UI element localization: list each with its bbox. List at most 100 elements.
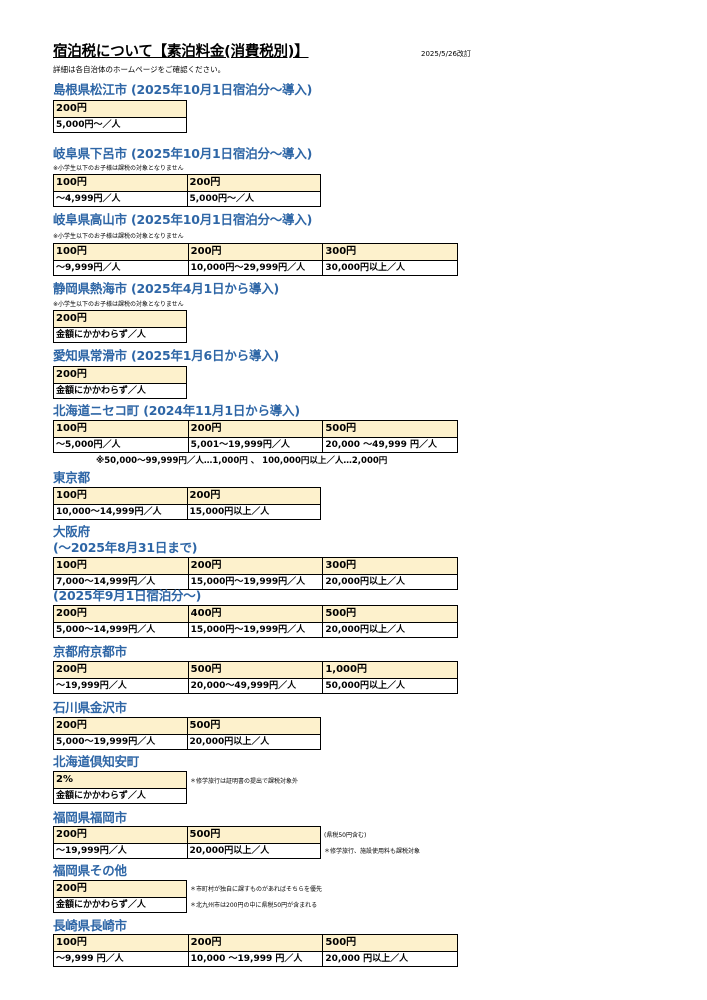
tax-amount: 100円 — [53, 420, 189, 438]
section-heading-atami: 静岡県熱海市 (2025年4月1日から導入) — [53, 281, 280, 296]
tax-table-atami: 200円 金額にかかわらず／人 — [53, 310, 187, 343]
price-condition: 5,000円〜／人 — [186, 191, 321, 207]
price-condition: 20,000円以上／人 — [186, 843, 321, 859]
section-heading-osaka: 大阪府 — [53, 524, 90, 539]
tax-table-tokoname: 200円 金額にかかわらず／人 — [53, 366, 187, 399]
tax-table-matsue: 200円 5,000円〜／人 — [53, 100, 187, 133]
section-heading-matsue: 島根県松江市 (2025年10月1日宿泊分〜導入) — [53, 82, 313, 97]
kutchan-side-note: ＊修学旅行は証明書の提出で課税対象外 — [190, 778, 299, 785]
tax-table-niseko: 100円 200円 500円 〜5,000円／人 5,001〜19,999円／人… — [53, 420, 458, 453]
price-condition: 20,000円以上／人 — [322, 574, 458, 590]
tax-amount: 500円 — [322, 420, 458, 438]
price-condition: 15,000円〜19,999円／人 — [187, 622, 324, 638]
price-condition: 〜9,999円／人 — [53, 260, 189, 276]
price-condition: 金額にかかわらず／人 — [53, 383, 187, 399]
price-condition: 5,000〜19,999円／人 — [53, 734, 188, 750]
fukuoka-other-side-note-1: ＊市町村が独自に課すものがあればそちらを優先 — [190, 886, 323, 893]
tax-amount: 100円 — [53, 934, 189, 952]
price-condition: 50,000円以上／人 — [322, 678, 458, 694]
tax-amount: 1,000円 — [322, 661, 458, 679]
price-condition: 金額にかかわらず／人 — [53, 897, 187, 913]
tax-amount: 100円 — [53, 557, 189, 575]
section-heading-tokyo: 東京都 — [53, 470, 90, 485]
price-condition: 15,000円〜19,999円／人 — [187, 574, 324, 590]
tax-amount: 200円 — [53, 661, 189, 679]
price-condition: 5,000〜14,999円／人 — [53, 622, 189, 638]
fukuoka-other-side-note-2: ＊北九州市は200円の中に県税50円が含まれる — [190, 902, 318, 909]
tax-amount: 200円 — [53, 717, 188, 735]
tax-table-osaka-2: 200円 400円 500円 5,000〜14,999円／人 15,000円〜1… — [53, 605, 458, 638]
tax-amount: 200円 — [186, 487, 321, 505]
tax-amount: 300円 — [322, 243, 458, 261]
tax-table-fukuoka-other: 200円 金額にかかわらず／人 — [53, 880, 187, 913]
tax-amount: 400円 — [187, 605, 324, 623]
section-note-takayama: ※小学生以下のお子様は課税の対象となりません — [53, 233, 184, 240]
price-condition: 20,000 〜49,999 円／人 — [322, 437, 458, 453]
section-heading-nagasaki: 長崎県長崎市 — [53, 918, 127, 933]
niseko-extra-note: ※50,000〜99,999円／人…1,000円 、 100,000円以上／人…… — [96, 456, 388, 466]
tax-amount: 200円 — [187, 934, 324, 952]
tax-table-fukuoka-city: 200円 500円 〜19,999円／人 20,000円以上／人 — [53, 826, 321, 859]
price-condition: 30,000円以上／人 — [322, 260, 458, 276]
tax-amount: 200円 — [187, 557, 324, 575]
price-condition: 金額にかかわらず／人 — [53, 788, 187, 804]
price-condition: 〜4,999円／人 — [53, 191, 188, 207]
price-condition: 〜19,999円／人 — [53, 678, 189, 694]
tax-table-gero: 100円 200円 〜4,999円／人 5,000円〜／人 — [53, 174, 321, 207]
tax-amount: 200円 — [53, 310, 187, 328]
section-note-atami: ※小学生以下のお子様は課税の対象となりません — [53, 301, 184, 308]
tax-amount: 200円 — [186, 174, 321, 192]
tax-table-nagasaki: 100円 200円 500円 〜9,999 円／人 10,000 〜19,999… — [53, 934, 458, 967]
section-note-gero: ※小学生以下のお子様は課税の対象となりません — [53, 165, 184, 172]
tax-table-tokyo: 100円 200円 10,000〜14,999円／人 15,000円以上／人 — [53, 487, 321, 520]
tax-amount: 200円 — [53, 826, 188, 844]
price-condition: 20,000円以上／人 — [322, 622, 458, 638]
price-condition: 〜19,999円／人 — [53, 843, 188, 859]
page-subnote: 詳細は各自治体のホームページをご確認ください。 — [53, 65, 226, 74]
tax-amount: 100円 — [53, 174, 188, 192]
price-condition: 〜9,999 円／人 — [53, 951, 189, 967]
tax-amount: 200円 — [53, 100, 187, 118]
tax-amount: 500円 — [186, 717, 321, 735]
section-heading-kyoto: 京都府京都市 — [53, 644, 127, 659]
tax-amount: 500円 — [322, 934, 458, 952]
price-condition: 20,000 円以上／人 — [322, 951, 458, 967]
tax-table-takayama: 100円 200円 300円 〜9,999円／人 10,000円〜29,999円… — [53, 243, 458, 276]
section-heading-niseko: 北海道ニセコ町 (2024年11月1日から導入) — [53, 403, 300, 418]
price-condition: 〜5,000円／人 — [53, 437, 189, 453]
section-heading-kanazawa: 石川県金沢市 — [53, 700, 127, 715]
price-condition: 10,000円〜29,999円／人 — [187, 260, 324, 276]
price-condition: 20,000〜49,999円／人 — [187, 678, 324, 694]
price-condition: 15,000円以上／人 — [186, 504, 321, 520]
revision-date: 2025/5/26改訂 — [421, 50, 471, 58]
tax-amount: 500円 — [322, 605, 458, 623]
section-heading-fukuoka-city: 福岡県福岡市 — [53, 810, 127, 825]
tax-amount: 500円 — [186, 826, 321, 844]
osaka-period-1: (〜2025年8月31日まで) — [53, 540, 198, 555]
tax-amount: 2% — [53, 771, 187, 789]
price-condition: 10,000〜14,999円／人 — [53, 504, 188, 520]
tax-table-osaka-1: 100円 200円 300円 7,000〜14,999円／人 15,000円〜1… — [53, 557, 458, 590]
tax-amount: 100円 — [53, 487, 188, 505]
section-heading-fukuoka-other: 福岡県その他 — [53, 863, 127, 878]
tax-amount: 200円 — [53, 366, 187, 384]
tax-amount: 500円 — [187, 661, 324, 679]
price-condition: 5,000円〜／人 — [53, 117, 187, 133]
price-condition: 20,000円以上／人 — [186, 734, 321, 750]
tax-amount: 100円 — [53, 243, 189, 261]
tax-table-kanazawa: 200円 500円 5,000〜19,999円／人 20,000円以上／人 — [53, 717, 321, 750]
page-title: 宿泊税について【素泊料金(消費税別)】 — [53, 44, 309, 60]
tax-amount: 200円 — [53, 605, 189, 623]
tax-amount: 200円 — [187, 243, 324, 261]
fukuoka-city-side-note-2: ＊修学旅行、施設使用料も課税対象 — [324, 848, 421, 855]
price-condition: 10,000 〜19,999 円／人 — [187, 951, 324, 967]
tax-amount: 300円 — [322, 557, 458, 575]
tax-amount: 200円 — [53, 880, 187, 898]
tax-table-kyoto: 200円 500円 1,000円 〜19,999円／人 20,000〜49,99… — [53, 661, 458, 694]
section-heading-takayama: 岐阜県高山市 (2025年10月1日宿泊分〜導入) — [53, 212, 313, 227]
tax-table-kutchan: 2% 金額にかかわらず／人 — [53, 771, 187, 804]
section-heading-gero: 岐阜県下呂市 (2025年10月1日宿泊分〜導入) — [53, 146, 313, 161]
price-condition: 5,001〜19,999円／人 — [187, 437, 324, 453]
fukuoka-city-side-note-1: (県税50円含む) — [324, 832, 367, 839]
